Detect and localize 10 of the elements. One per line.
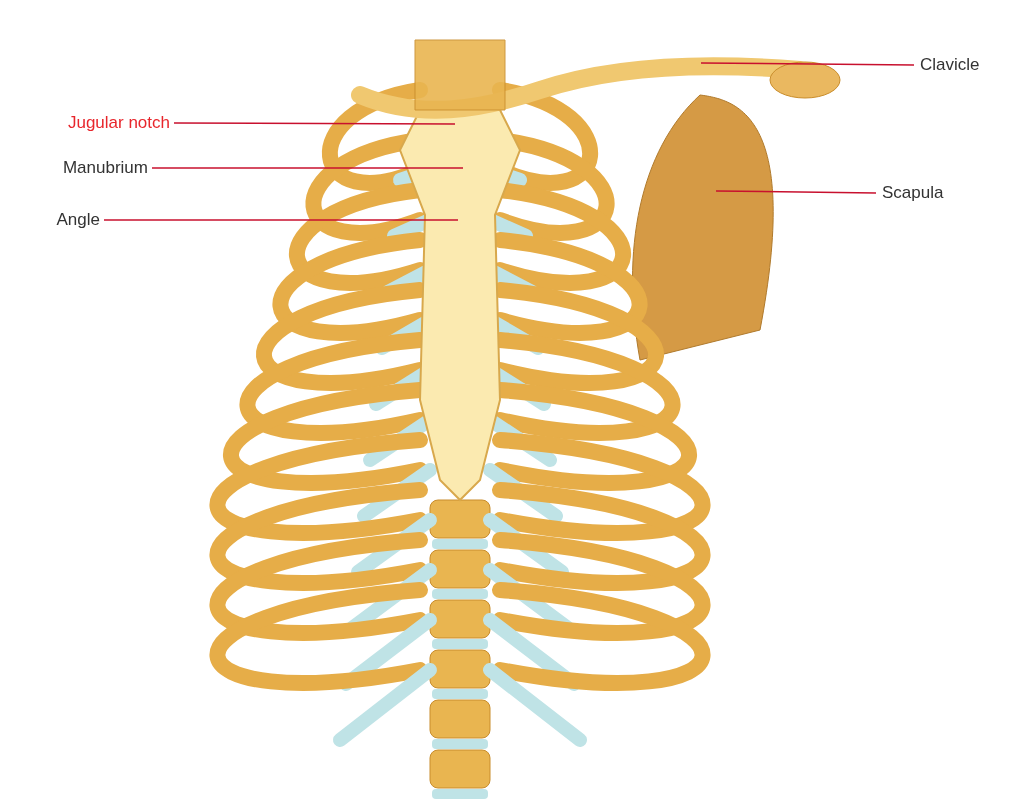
part-label: Angle [56, 209, 100, 232]
leader-line [715, 190, 877, 194]
part-label: Manubrium [62, 157, 148, 180]
leader-line [151, 167, 464, 169]
leader-line [173, 122, 456, 125]
part-label: Clavicle [920, 54, 980, 77]
leader-line [700, 62, 915, 66]
leader-line [103, 219, 459, 221]
part-label: Scapula [882, 182, 944, 205]
part-label: Jugular notch [67, 112, 170, 135]
